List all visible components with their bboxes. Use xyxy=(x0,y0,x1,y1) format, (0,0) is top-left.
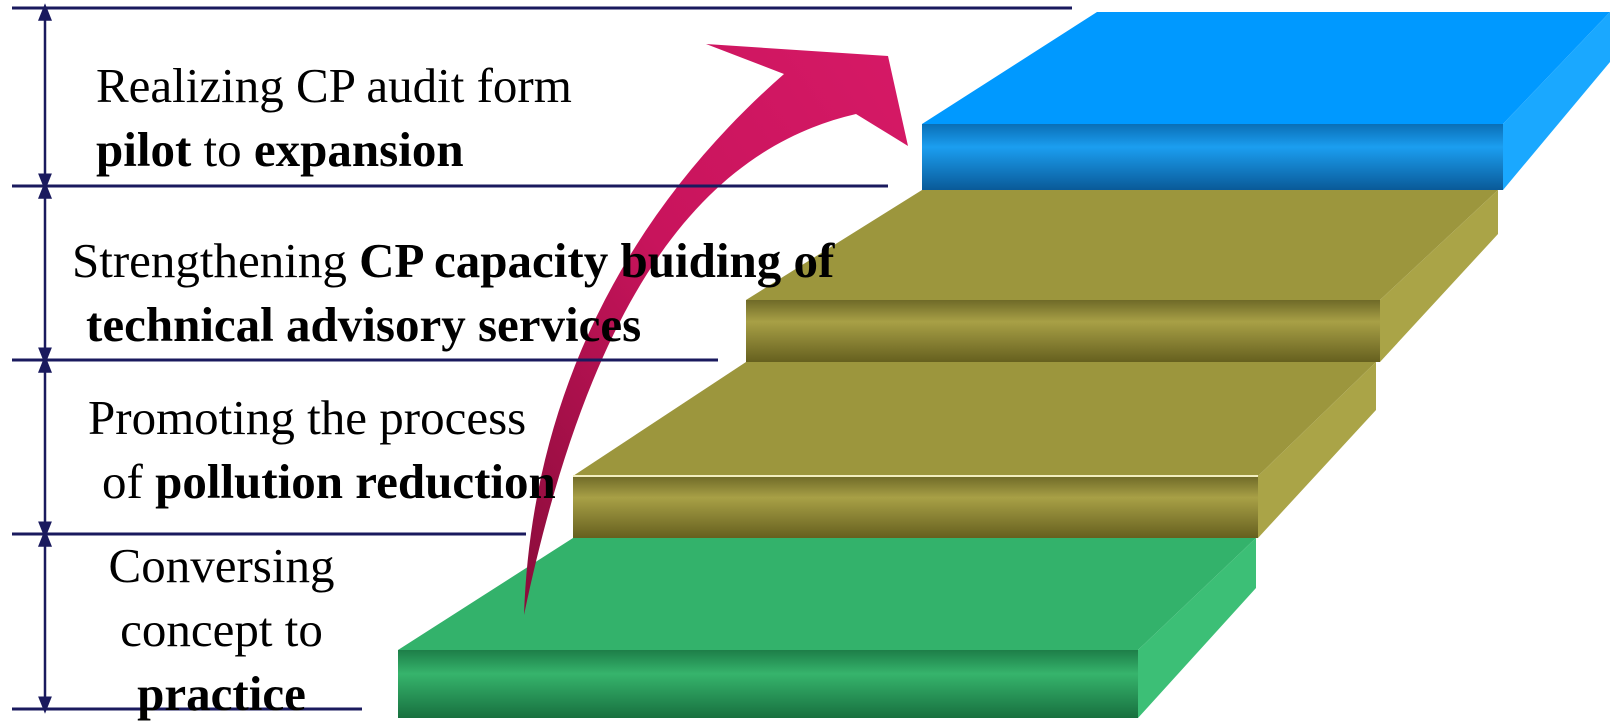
step-lower-middle-side-face xyxy=(1258,362,1376,538)
stage-line: pilot to expansion xyxy=(96,118,572,182)
step-top-side-face xyxy=(1503,12,1610,190)
step-top-top-face xyxy=(922,12,1610,124)
stage-line: practice xyxy=(94,662,349,726)
bold-text-segment: practice xyxy=(137,666,306,721)
bold-text-segment: expansion xyxy=(253,122,464,177)
text-segment: of xyxy=(102,454,156,509)
stage-line: Realizing CP audit form xyxy=(96,54,572,118)
step-top xyxy=(922,12,1610,190)
step-upper-middle-front-face xyxy=(746,300,1380,362)
stage-line: technical advisory services xyxy=(72,293,834,357)
stage-line: Promoting the process xyxy=(88,386,556,450)
bold-text-segment: technical advisory services xyxy=(86,297,642,352)
stage-label-expansion: Realizing CP audit form pilot to expansi… xyxy=(96,54,572,182)
stage-line: Conversing xyxy=(94,534,349,598)
stage-label-concept-to-practice: Conversing concept to practice xyxy=(94,534,349,726)
step-top-front-face xyxy=(922,124,1503,190)
stage-line: concept to xyxy=(94,598,349,662)
step-lower-middle-top-face xyxy=(573,362,1376,476)
text-segment: to xyxy=(191,122,254,177)
stage-label-capacity-building: Strengthening CP capacity buiding of tec… xyxy=(72,229,834,357)
step-lower-middle xyxy=(573,362,1376,538)
curved-arrow-icon xyxy=(524,44,908,615)
step-bottom-front-face xyxy=(398,650,1138,718)
step-bottom xyxy=(398,538,1256,718)
step-lower-middle-front-face xyxy=(573,476,1258,538)
stage-line: of pollution reduction xyxy=(88,450,556,514)
step-bottom-side-face xyxy=(1138,538,1256,718)
bold-text-segment: pilot xyxy=(96,122,192,177)
stage-divider-lines xyxy=(12,6,1072,711)
step-upper-middle xyxy=(746,190,1498,362)
stage-line: Strengthening CP capacity buiding of xyxy=(72,229,834,293)
step-upper-middle-top-face xyxy=(746,190,1498,300)
text-segment: Strengthening xyxy=(72,233,360,288)
text-segment: Realizing CP audit form xyxy=(96,58,572,113)
step-bottom-top-face xyxy=(398,538,1256,650)
bold-text-segment: pollution reduction xyxy=(155,454,556,509)
stage-label-pollution-reduction: Promoting the process of pollution reduc… xyxy=(88,386,556,514)
text-segment: Promoting the process xyxy=(88,390,527,445)
text-segment: concept to xyxy=(120,602,323,657)
bold-text-segment: CP capacity buiding of xyxy=(359,233,835,288)
text-segment: Conversing xyxy=(108,538,335,593)
step-upper-middle-side-face xyxy=(1380,190,1498,362)
